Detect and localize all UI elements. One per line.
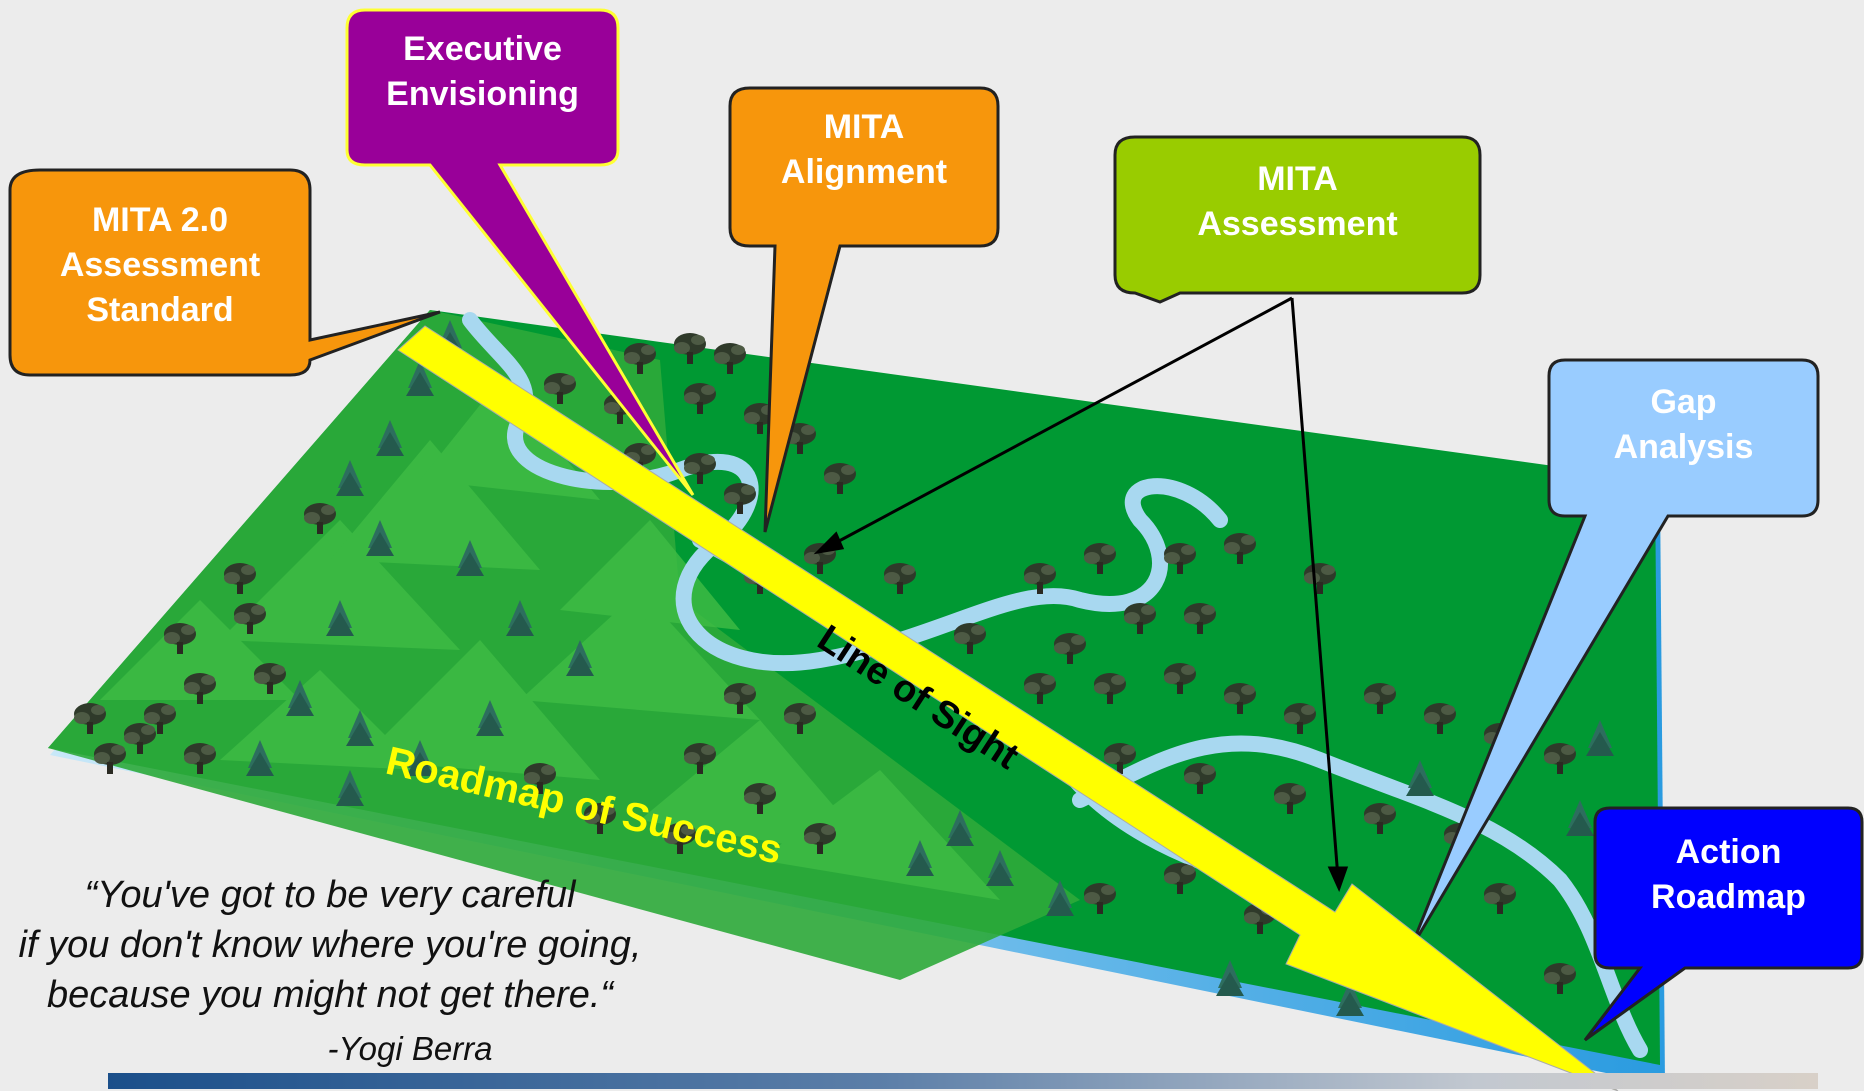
quote-line: if you don't know where you're going, (18, 924, 642, 966)
quote: “You've got to be very careful if you do… (0, 870, 660, 1020)
callout-mita-alignment (728, 86, 1000, 533)
mita-2-0-assessment-standard-text: MITA 2.0 Assessment Standard (59, 200, 261, 329)
gap-analysis-text: Gap Analysis (1613, 383, 1754, 466)
quote-author: -Yogi Berra (327, 1030, 493, 1067)
mita-alignment-text: MITA Alignment (780, 108, 948, 191)
executive-envisioning-text: Executive Envisioning (386, 30, 579, 113)
assessment-arrows (813, 296, 1349, 893)
callout-mita-2-0-assessment-standard (8, 168, 441, 377)
callout-executive-envisioning (345, 8, 695, 496)
quote-line: “You've got to be very careful (84, 874, 576, 916)
bottom-gradient-bar (108, 1073, 1818, 1089)
line-of-sight-arrow (397, 325, 1619, 1091)
action-roadmap-text: Action Roadmap (1651, 833, 1806, 916)
quote-line: because you might not get there.“ (46, 974, 614, 1016)
callout-action-roadmap (1583, 806, 1864, 1042)
callout-mita-assessment (1113, 135, 1482, 304)
callout-gap-analysis (1408, 358, 1820, 951)
mita-assessment-text: MITA Assessment (1197, 160, 1398, 243)
